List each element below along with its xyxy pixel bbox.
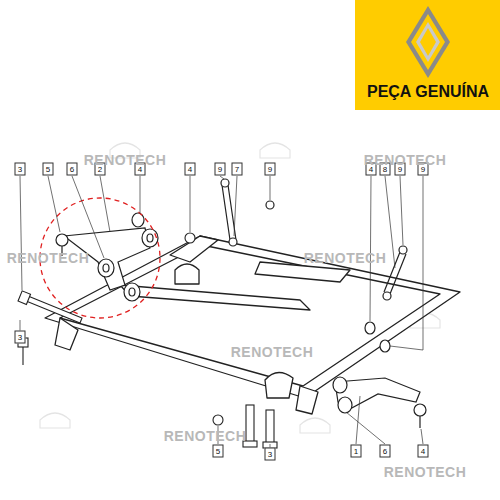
callout-number: 4: [418, 445, 429, 458]
callout-number: 9: [265, 163, 276, 176]
callout-number: 6: [67, 163, 78, 176]
callout-number: 7: [232, 163, 243, 176]
callout-number: 4: [185, 163, 196, 176]
watermark: RENOTECH: [7, 250, 90, 266]
callout-number: 5: [43, 163, 54, 176]
callout-number: 6: [380, 445, 391, 458]
callout-number: 3: [265, 448, 276, 461]
callout-number: 1: [351, 445, 362, 458]
callout-number: 9: [215, 163, 226, 176]
watermark: RENOTECH: [364, 152, 447, 168]
callout-number: 3: [15, 163, 26, 176]
watermark: RENOTECH: [384, 464, 467, 480]
callout-number: 5: [213, 445, 224, 458]
watermark: RENOTECH: [304, 250, 387, 266]
brand-text: PEÇA GENUÍNA: [367, 83, 489, 101]
watermark: RENOTECH: [84, 152, 167, 168]
callout-number: 3: [15, 331, 26, 344]
watermark: RENOTECH: [231, 344, 314, 360]
watermark: RENOTECH: [164, 428, 247, 444]
